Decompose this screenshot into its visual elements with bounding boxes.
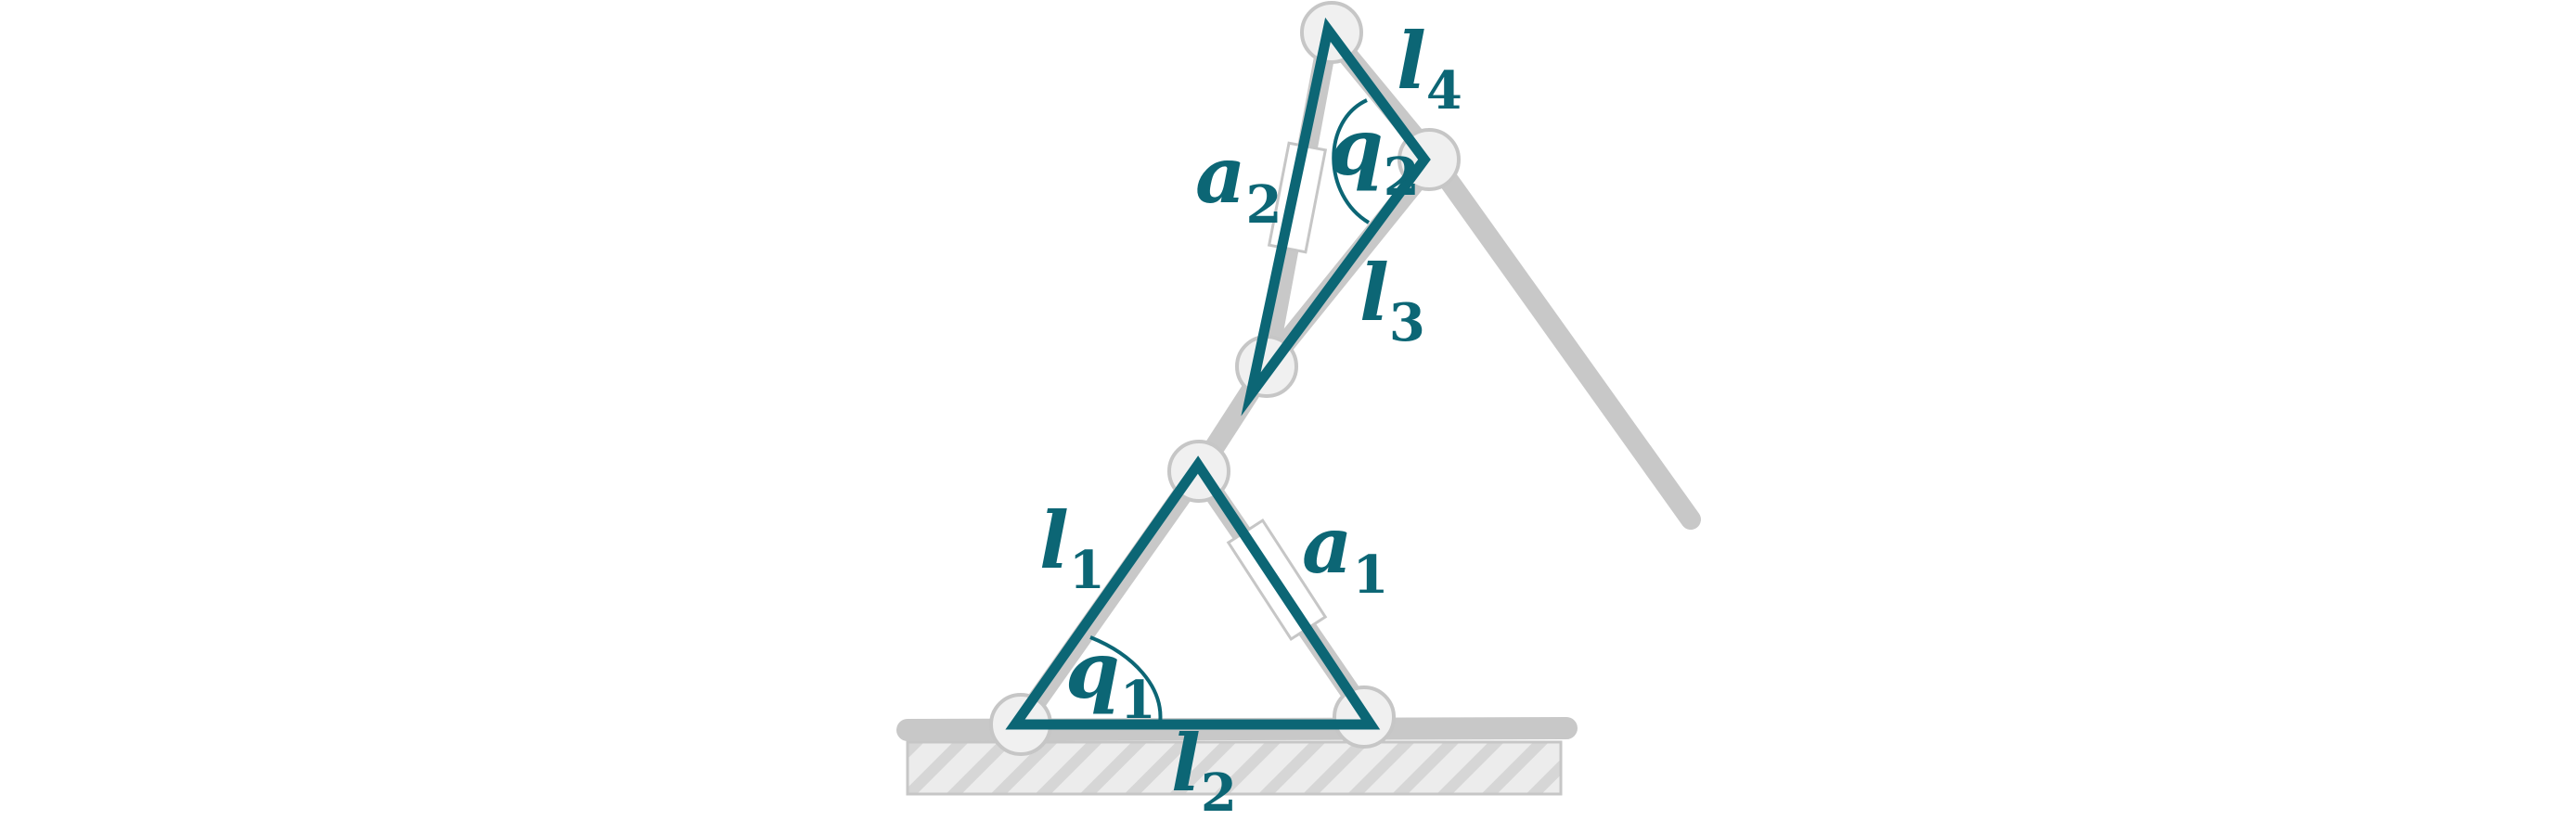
label-l1: l1 [1039,494,1105,601]
angle-arc-q2 [1332,98,1371,224]
label-l3: l3 [1359,247,1425,353]
label-l4: l4 [1397,15,1462,122]
label-a2: a2 [1195,129,1282,236]
triangle-lower [1005,455,1381,730]
teal-triangles [1005,17,1431,730]
labels: l1 l2 l3 l4 a1 a2 q1 q2 [1039,15,1462,820]
link-output [1423,149,1701,530]
angle-arcs [1089,98,1371,725]
angle-arc-q1 [1089,635,1163,725]
label-q2: q2 [1329,101,1420,208]
label-q1: q1 [1065,624,1156,731]
label-l2: l2 [1171,717,1237,820]
triangle-upper [1241,17,1431,416]
label-a1: a1 [1302,499,1388,606]
